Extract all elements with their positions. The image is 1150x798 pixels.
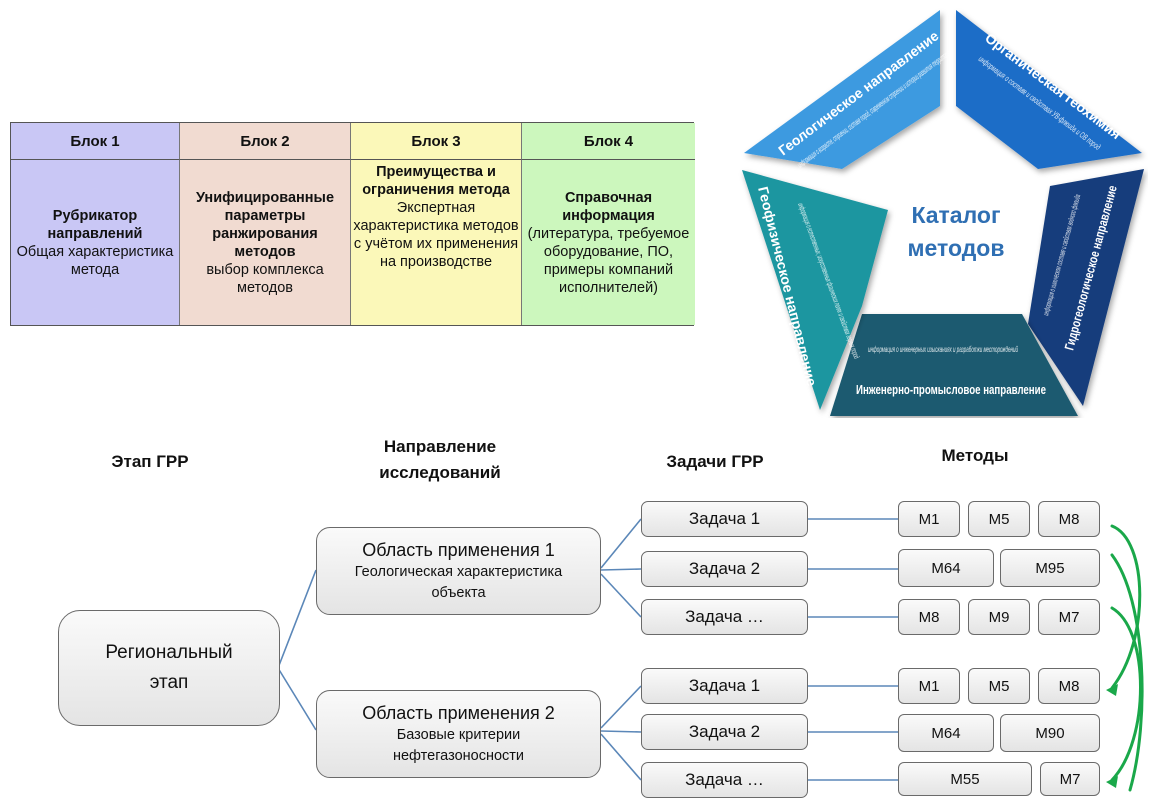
block-1-body: Рубрикатор направлений Общая характерист… [11,160,180,325]
link-stage-area1 [277,569,317,669]
method-box[interactable]: М5 [968,501,1030,537]
area-1-subtitle: Геологическая характеристика объекта [354,564,563,601]
task-area2-1[interactable]: Задача 1 [641,668,808,704]
method-box[interactable]: М9 [968,599,1030,635]
method-box[interactable]: М7 [1038,599,1100,635]
link-area1-task2 [600,568,642,571]
green-arrow-m1 [1110,524,1142,690]
block-4-title: Справочная информация [562,189,655,224]
method-box[interactable]: М1 [898,668,960,704]
block-4-body: Справочная информация (литература, требу… [522,160,695,325]
link-area2-task2 [600,730,642,733]
block-2-title: Унифицированные параметры ранжирования м… [195,189,335,260]
catalog-title-line1: Каталог [911,202,1000,228]
blocks-table: Блок 1 Блок 2 Блок 3 Блок 4 Рубрикатор н… [10,122,695,326]
header-direction: Направление исследований [379,437,501,482]
block-3-title: Преимущества и ограничения метода [362,164,510,198]
catalog-title-line2: методов [908,235,1005,261]
header-tasks: Задачи ГРР [666,452,764,471]
link-area1-task1 [600,518,642,569]
stage-regional[interactable]: Региональный этап [58,610,280,726]
task-area1-1[interactable]: Задача 1 [641,501,808,537]
method-box[interactable]: М8 [1038,668,1100,704]
method-box[interactable]: М64 [898,714,994,752]
method-box[interactable]: М1 [898,501,960,537]
method-box[interactable]: М64 [898,549,994,587]
block-2-text: выбор комплекса методов [206,261,324,296]
segment-hydrogeology [1028,169,1144,406]
task-area2-3[interactable]: Задача … [641,762,808,798]
segment-geophysics [742,170,888,410]
method-box[interactable]: М95 [1000,549,1100,587]
task-area1-2[interactable]: Задача 2 [641,551,808,587]
area-1[interactable]: Область применения 1 Геологическая харак… [316,527,601,615]
segment-geology [744,10,940,169]
area-1-title: Область применения 1 [362,540,555,560]
segment-organic-geochemistry [956,10,1142,169]
area-2-title: Область применения 2 [362,703,555,723]
block-3-header: Блок 3 [351,123,522,160]
block-1-text: Общая характеристика метода [16,243,174,278]
method-box[interactable]: М7 [1040,762,1100,796]
method-box[interactable]: М55 [898,762,1032,796]
link-stage-area2 [277,667,317,731]
method-box[interactable]: М5 [968,668,1030,704]
block-2-header: Блок 2 [180,123,351,160]
header-methods: Методы [941,446,1009,465]
block-1-header: Блок 1 [11,123,180,160]
method-box[interactable]: М8 [1038,501,1100,537]
segment-engineering [830,314,1078,416]
block-4-header: Блок 4 [522,123,695,160]
arrowhead-icon [1106,776,1118,788]
link-area1-task3 [600,573,642,618]
area-2[interactable]: Область применения 2 Базовые критерии не… [316,690,601,778]
block-2-body: Унифицированные параметры ранжирования м… [180,160,351,325]
task-area1-3[interactable]: Задача … [641,599,808,635]
segment-engineering-title: Инженерно-промысловое направление [856,383,1046,397]
methods-catalog-pentagon: Геологическое направление информация о в… [742,10,1144,416]
block-1-title: Рубрикатор направлений [47,207,143,242]
link-area2-task3 [600,733,642,781]
area-2-subtitle: Базовые критерии нефтегазоносности [392,727,525,764]
method-box[interactable]: М90 [1000,714,1100,752]
link-area2-task1 [600,685,642,729]
method-box[interactable]: М8 [898,599,960,635]
header-stage: Этап ГРР [111,452,189,471]
stage-regional-label: Региональный этап [105,642,233,693]
block-3-text: Экспертная характеристика методов с учёт… [353,200,519,270]
segment-engineering-info: информация о инженерных изысканиях и раз… [868,345,1018,354]
green-arrow-m7 [1110,606,1142,782]
arrowhead-icon [1106,684,1118,696]
task-area2-2[interactable]: Задача 2 [641,714,808,750]
block-4-text: (литература, требуемое оборудование, ПО,… [527,225,690,296]
green-arrow-m64 [1110,553,1144,792]
block-3-body: Преимущества и ограничения метода Экспер… [351,160,522,325]
